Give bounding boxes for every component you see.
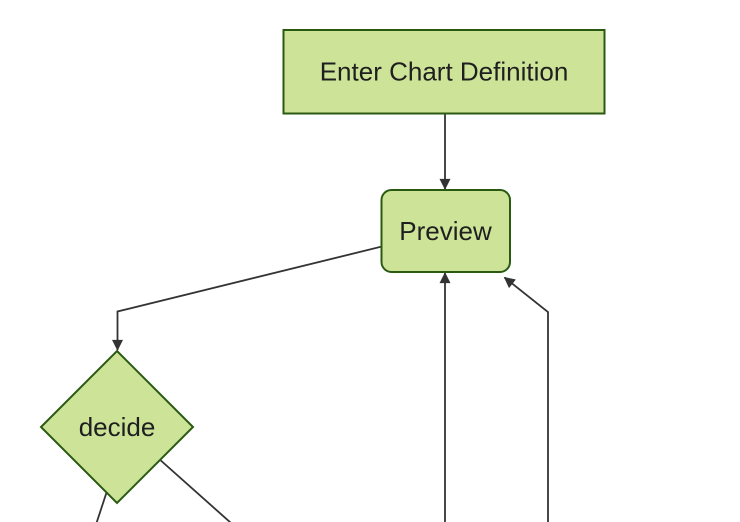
node-decide-shape <box>39 349 195 505</box>
node-preview: Preview <box>380 189 511 273</box>
node-decide-label: decide <box>79 412 156 442</box>
edge-decide-out-left <box>95 487 109 522</box>
node-preview-label: Preview <box>399 216 492 246</box>
node-enter-chart-definition-label: Enter Chart Definition <box>320 57 569 87</box>
node-enter-chart-definition-shape <box>282 29 606 115</box>
edge-return-right-to-preview <box>503 276 549 522</box>
edge-preview-to-decide <box>112 245 383 351</box>
edge-layer <box>95 113 549 522</box>
node-enter-chart-definition: Enter Chart Definition <box>282 29 606 115</box>
node-preview-shape <box>380 189 511 273</box>
node-decide: decide <box>39 349 195 505</box>
edge-decide-out-right <box>157 457 232 522</box>
